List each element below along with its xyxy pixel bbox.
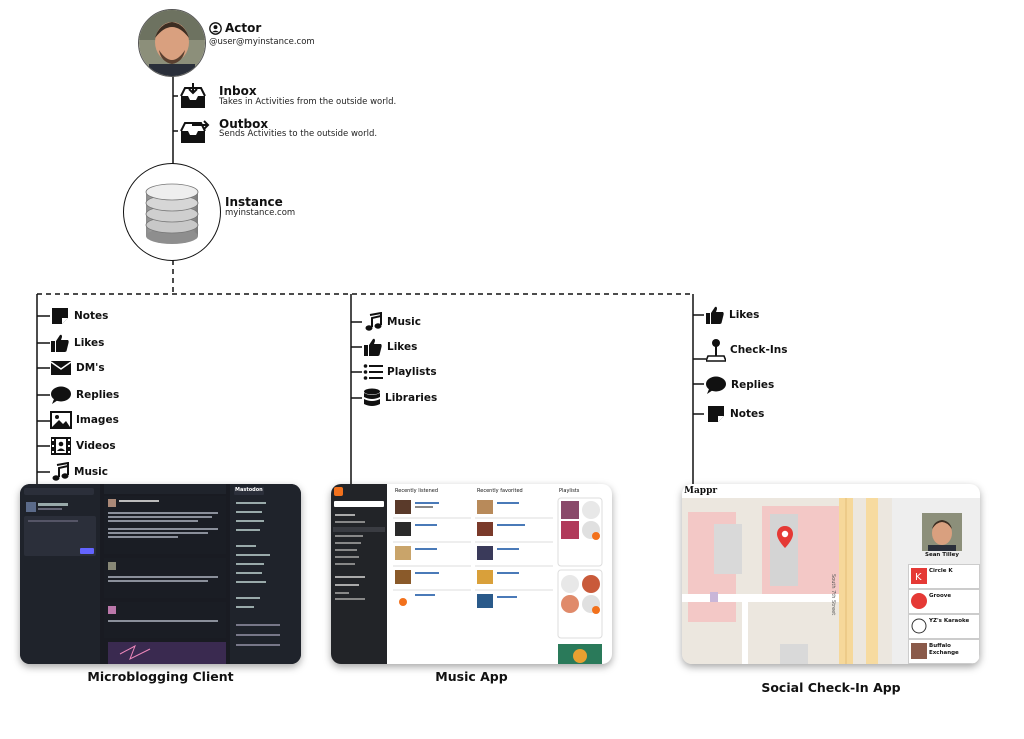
music-caption: Music App bbox=[435, 669, 508, 684]
music-feature-music: Music bbox=[363, 312, 421, 332]
music-col-recently-favorited: Recently favorited bbox=[477, 488, 523, 494]
venue-name: Circle K bbox=[929, 568, 953, 574]
music-feature-libraries: Libraries bbox=[363, 388, 437, 408]
music-note-icon bbox=[365, 312, 382, 331]
feature-replies-label: Replies bbox=[76, 389, 120, 401]
outbox-title: Outbox bbox=[219, 117, 269, 131]
music-feature-libraries-label: Libraries bbox=[385, 392, 438, 404]
thumbs-up-icon bbox=[364, 338, 382, 356]
circle-k-logo: K bbox=[911, 568, 927, 584]
envelope-icon bbox=[50, 361, 72, 375]
list-icon bbox=[363, 364, 383, 380]
feature-dms-label: DM's bbox=[76, 362, 105, 374]
feature-dms: DM's bbox=[50, 359, 105, 377]
user-circle-icon bbox=[209, 21, 222, 35]
checkin-screenshot: Mappr South 7th Street Sean Tilley K Cir… bbox=[682, 484, 980, 664]
checkin-feature-checkins-label: Check-Ins bbox=[730, 344, 788, 356]
speech-bubble-icon bbox=[51, 386, 71, 404]
venue-card[interactable]: K Circle K bbox=[908, 564, 980, 589]
outbox-desc: Sends Activities to the outside world. bbox=[219, 129, 378, 139]
film-icon bbox=[51, 437, 71, 455]
mappr-brand: Mappr bbox=[684, 486, 718, 496]
actor-heading: Actor bbox=[209, 21, 261, 35]
music-screenshot: Recently listened Recently favorited Pla… bbox=[331, 484, 612, 664]
music-feature-likes-label: Likes bbox=[387, 341, 418, 353]
feature-videos-label: Videos bbox=[76, 440, 116, 452]
checkin-feature-likes-label: Likes bbox=[729, 309, 760, 321]
feature-music-label: Music bbox=[74, 466, 108, 478]
database-small-icon bbox=[364, 388, 380, 406]
music-note-icon bbox=[52, 462, 69, 481]
instance-domain: myinstance.com bbox=[225, 208, 296, 218]
venue-card[interactable]: Groove bbox=[908, 589, 980, 614]
music-col-playlists: Playlists bbox=[559, 488, 580, 494]
buffalo-exchange-logo bbox=[911, 643, 927, 659]
feature-images-label: Images bbox=[76, 414, 119, 426]
inbox-desc: Takes in Activities from the outside wor… bbox=[219, 97, 397, 107]
checkin-feature-likes: Likes bbox=[705, 305, 759, 325]
instance-title: Instance bbox=[225, 195, 283, 209]
checkin-feature-replies-label: Replies bbox=[731, 379, 775, 391]
map-pin-icon bbox=[777, 526, 793, 548]
venue-name: Groove bbox=[929, 593, 952, 599]
database-icon bbox=[145, 183, 199, 244]
street-label: South 7th Street bbox=[830, 574, 836, 616]
actor-title: Actor bbox=[225, 21, 262, 35]
thumbs-up-icon bbox=[51, 334, 69, 352]
inbox-icon bbox=[180, 83, 206, 108]
feature-replies: Replies bbox=[50, 385, 119, 405]
feature-likes-label: Likes bbox=[74, 337, 105, 349]
music-feature-playlists: Playlists bbox=[363, 363, 437, 381]
feature-notes-label: Notes bbox=[74, 310, 109, 322]
outbox-icon bbox=[180, 120, 210, 143]
music-col-recently-listened: Recently listened bbox=[395, 488, 439, 494]
profile-name: Sean Tilley bbox=[925, 552, 959, 558]
thumbs-up-icon bbox=[706, 306, 724, 324]
image-icon bbox=[50, 411, 72, 429]
microblog-caption: Microblogging Client bbox=[87, 669, 234, 684]
inbox-title: Inbox bbox=[219, 84, 257, 98]
music-feature-music-label: Music bbox=[387, 316, 421, 328]
profile-avatar bbox=[922, 513, 962, 551]
feature-videos: Videos bbox=[50, 436, 116, 456]
feature-images: Images bbox=[50, 411, 119, 429]
feature-likes: Likes bbox=[50, 333, 104, 353]
checkin-feature-notes: Notes bbox=[706, 404, 764, 424]
actor-handle: @user@myinstance.com bbox=[209, 37, 315, 47]
checkin-feature-notes-label: Notes bbox=[730, 408, 765, 420]
checkin-feature-checkins: Check-Ins bbox=[706, 338, 788, 362]
speech-bubble-icon bbox=[706, 376, 726, 394]
note-icon bbox=[52, 308, 68, 324]
venue-card[interactable]: Buffalo Exchange bbox=[908, 639, 980, 664]
map-pin-person-icon bbox=[706, 339, 726, 362]
feature-notes: Notes bbox=[50, 306, 108, 326]
note-icon bbox=[708, 406, 724, 422]
music-feature-playlists-label: Playlists bbox=[387, 366, 437, 378]
actor-avatar bbox=[138, 9, 206, 77]
checkin-feature-replies: Replies bbox=[705, 375, 774, 395]
venue-name: Buffalo Exchange bbox=[929, 643, 959, 656]
mastodon-brand: Mastodon bbox=[235, 487, 263, 493]
instance-node bbox=[123, 163, 221, 261]
checkin-caption: Social Check-In App bbox=[761, 680, 901, 695]
karaoke-logo bbox=[911, 618, 927, 634]
venue-card[interactable]: YZ's Karaoke bbox=[908, 614, 980, 639]
groove-logo bbox=[911, 593, 927, 609]
svg-text:K: K bbox=[915, 572, 922, 583]
music-feature-likes: Likes bbox=[363, 337, 417, 357]
venue-name: YZ's Karaoke bbox=[929, 618, 970, 624]
feature-music: Music bbox=[50, 462, 108, 482]
microblog-screenshot: Mastodon bbox=[20, 484, 301, 664]
